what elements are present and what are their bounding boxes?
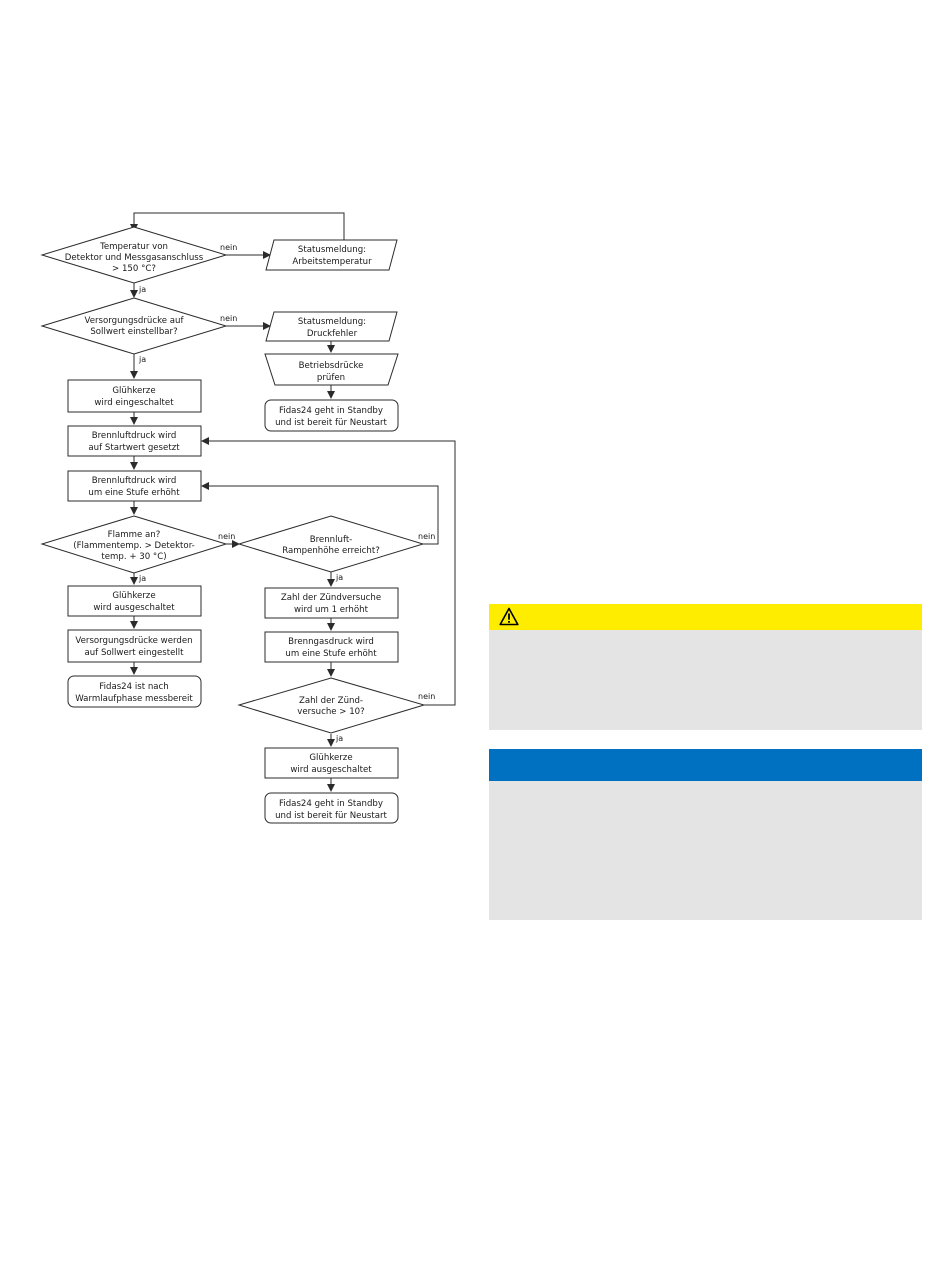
decision-air-ramp-reached: Brennluft-Rampenhöhe erreicht? <box>237 515 425 573</box>
connector-n17-n8 <box>201 437 456 706</box>
svg-text:Statusmeldung:Druckfehler: Statusmeldung:Druckfehler <box>298 317 366 339</box>
label-n3-yes: ja <box>138 355 146 364</box>
label-n17-yes: ja <box>335 734 343 743</box>
info-notice <box>489 749 922 920</box>
label-n17-no: nein <box>418 692 435 701</box>
warning-triangle-icon <box>499 607 519 626</box>
label-n1-yes: ja <box>138 285 146 294</box>
svg-text:Brennluft-Rampenhöhe erreicht?: Brennluft-Rampenhöhe erreicht? <box>282 535 380 556</box>
info-header <box>489 749 922 781</box>
connectors <box>130 212 456 792</box>
label-n11-yes: ja <box>335 573 343 582</box>
label-n1-no: nein <box>220 243 237 252</box>
info-body <box>489 781 922 920</box>
warning-body <box>489 630 922 730</box>
status-pressure-error: Statusmeldung:Druckfehler <box>265 311 398 342</box>
connector-loop-top <box>130 212 345 240</box>
warning-notice <box>489 604 922 730</box>
warning-header <box>489 604 922 630</box>
decision-ignition-attempts: Zahl der Zünd-versuche > 10? <box>237 677 426 734</box>
label-n3-no: nein <box>220 314 237 323</box>
connector-n11-n9 <box>201 482 439 545</box>
svg-text:Zahl der Zünd-versuche > 10?: Zahl der Zünd-versuche > 10? <box>297 696 364 717</box>
label-n10-yes: ja <box>138 574 146 583</box>
decision-flame-on: Flamme an?(Flammentemp. > Detektor-temp.… <box>40 515 228 574</box>
svg-text:Flamme an?(Flammentemp. > Dete: Flamme an?(Flammentemp. > Detektor-temp.… <box>73 530 195 562</box>
label-n10-no: nein <box>218 532 235 541</box>
svg-text:Statusmeldung:Arbeitstemperatu: Statusmeldung:Arbeitstemperatur <box>292 245 372 267</box>
label-n11-no: nein <box>418 532 435 541</box>
status-working-temperature: Statusmeldung:Arbeitstemperatur <box>265 239 398 271</box>
